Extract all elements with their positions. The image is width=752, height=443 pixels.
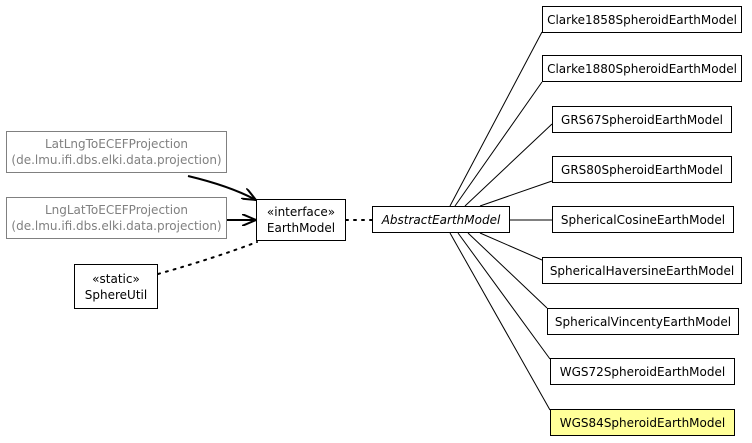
class-name: EarthModel	[266, 221, 336, 235]
latlng-to-ecef-projection-class[interactable]: LatLngToECEFProjection (de.lmu.ifi.dbs.e…	[6, 131, 227, 173]
lnglat-to-ecef-projection-class[interactable]: LngLatToECEFProjection (de.lmu.ifi.dbs.e…	[6, 197, 227, 239]
edge-abstract-to-clarke1858	[449, 31, 543, 207]
subclass-spherical-vincenty[interactable]: SphericalVincentyEarthModel	[547, 308, 739, 335]
subclass-grs80[interactable]: GRS80SpheroidEarthModel	[552, 156, 732, 183]
subclass-spherical-cosine[interactable]: SphericalCosineEarthModel	[552, 206, 734, 233]
edge-abstract-to-spherical-haversine	[479, 232, 543, 261]
class-name: SphereUtil	[84, 287, 148, 302]
edge-abstract-to-wgs72	[457, 232, 551, 360]
subclass-wgs72[interactable]: WGS72SpheroidEarthModel	[550, 358, 735, 385]
class-name: Clarke1880SpheroidEarthModel	[547, 61, 737, 76]
edge-abstract-to-grs80	[479, 180, 553, 207]
class-package: (de.lmu.ifi.dbs.elki.data.projection)	[11, 153, 222, 167]
subclass-grs67[interactable]: GRS67SpheroidEarthModel	[552, 106, 732, 133]
earth-model-interface[interactable]: «interface» EarthModel	[256, 199, 346, 241]
subclass-spherical-haversine[interactable]: SphericalHaversineEarthModel	[542, 257, 742, 284]
class-name: SphericalVincentyEarthModel	[554, 314, 732, 329]
abstract-earth-model-class[interactable]: AbstractEarthModel	[372, 206, 510, 233]
edge-sphereutil-to-earthmodel	[157, 241, 258, 275]
subclass-clarke1880[interactable]: Clarke1880SpheroidEarthModel	[542, 55, 742, 82]
edge-latlng-to-earthmodel	[187, 175, 256, 200]
class-name: SphericalCosineEarthModel	[560, 212, 726, 227]
class-name: LngLatToECEFProjection	[44, 203, 189, 217]
edge-abstract-to-wgs84	[449, 232, 551, 411]
class-name: Clarke1858SpheroidEarthModel	[547, 12, 737, 27]
class-name: GRS67SpheroidEarthModel	[561, 112, 723, 127]
class-name: AbstractEarthModel	[381, 212, 501, 227]
edge-abstract-to-spherical-vincenty	[467, 232, 548, 309]
class-package: (de.lmu.ifi.dbs.elki.data.projection)	[11, 219, 222, 233]
class-stereotype: «static»	[92, 271, 140, 286]
edge-abstract-to-grs67	[464, 123, 553, 207]
subclass-clarke1858[interactable]: Clarke1858SpheroidEarthModel	[542, 6, 742, 33]
class-name: LatLngToECEFProjection	[44, 137, 189, 151]
class-name: WGS72SpheroidEarthModel	[559, 364, 726, 379]
sphere-util-class[interactable]: «static» SphereUtil	[74, 264, 158, 309]
class-name: GRS80SpheroidEarthModel	[561, 162, 723, 177]
subclass-wgs84[interactable]: WGS84SpheroidEarthModel	[550, 409, 735, 436]
class-name: SphericalHaversineEarthModel	[549, 263, 735, 278]
class-stereotype: «interface»	[266, 205, 336, 219]
edge-abstract-to-clarke1880	[454, 81, 543, 207]
class-name: WGS84SpheroidEarthModel	[559, 415, 726, 430]
